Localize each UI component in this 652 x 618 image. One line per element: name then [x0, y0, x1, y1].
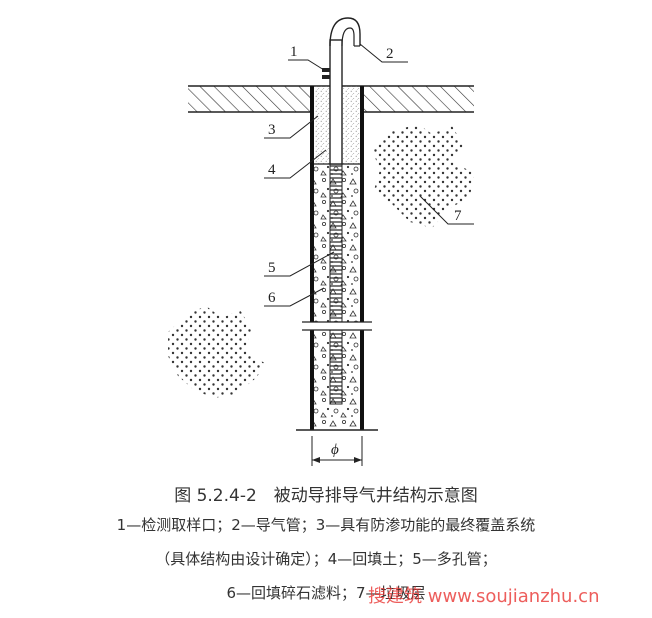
leader-6	[264, 287, 325, 307]
label-6: 6	[268, 290, 276, 306]
legend-line-3: 6—回填碎石滤料；7—垃圾层	[226, 584, 426, 602]
leader-3	[264, 115, 319, 139]
leader-2	[359, 43, 408, 63]
break-line	[302, 321, 372, 331]
figure-title: 图 5.2.4-2 被动导排导气井结构示意图	[174, 486, 478, 506]
perforated-pipe	[329, 163, 343, 405]
sampling-port	[322, 68, 330, 79]
label-7: 7	[454, 208, 462, 224]
ground-cover-layer	[188, 85, 474, 113]
label-5: 5	[268, 260, 276, 276]
legend-line-2: （具体结构由设计确定）；4—回填土；5—多孔管；	[155, 550, 497, 568]
label-4: 4	[268, 162, 276, 178]
leader-4	[264, 149, 327, 179]
label-1: 1	[290, 44, 298, 60]
diameter-dimension: ϕ	[311, 436, 363, 466]
leader-lines	[264, 43, 474, 307]
waste-blob-lower	[168, 306, 266, 398]
waste-layer	[168, 124, 474, 398]
label-3: 3	[268, 122, 276, 138]
watermark: 搜建筑 www.soujianzhu.cn	[368, 586, 600, 607]
label-2: 2	[386, 46, 394, 62]
leader-5	[264, 251, 335, 277]
diameter-symbol: ϕ	[331, 442, 339, 458]
leader-7	[419, 195, 474, 225]
waste-blob-upper	[372, 124, 474, 228]
leader-1	[288, 59, 325, 71]
legend-line-1: 1—检测取样口；2—导气管；3—具有防渗功能的最终覆盖系统	[116, 516, 536, 534]
